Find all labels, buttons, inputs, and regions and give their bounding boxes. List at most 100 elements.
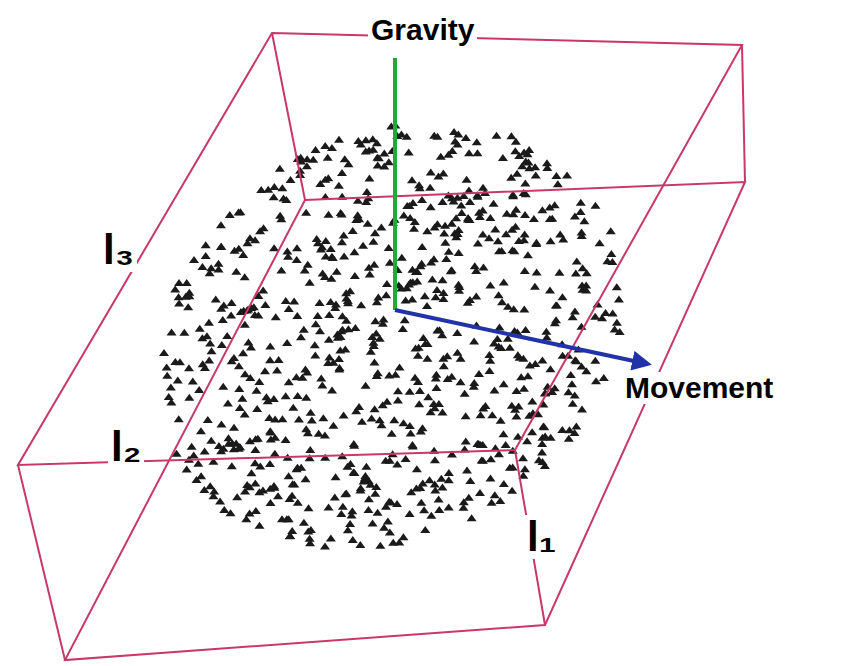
particle — [576, 199, 586, 206]
particle — [341, 490, 351, 497]
particle — [339, 411, 349, 418]
particle — [339, 252, 349, 259]
particle — [188, 378, 198, 385]
particle — [567, 380, 577, 387]
particle — [534, 456, 544, 463]
particle — [429, 400, 439, 407]
particle — [253, 312, 263, 319]
gravity-vector — [393, 58, 397, 310]
particle — [315, 327, 325, 334]
particle — [189, 451, 199, 458]
particle — [238, 349, 248, 356]
particle — [405, 510, 415, 517]
particle — [373, 161, 383, 168]
particle — [485, 214, 495, 221]
particle — [255, 522, 265, 529]
particle — [340, 155, 350, 162]
particle — [182, 465, 192, 472]
particle — [431, 384, 441, 391]
particle — [470, 262, 480, 269]
particle — [292, 312, 302, 319]
particle — [430, 456, 440, 463]
particle — [413, 352, 423, 359]
particle — [524, 146, 534, 153]
particle — [507, 226, 517, 233]
particle — [579, 217, 589, 224]
particle — [283, 253, 293, 260]
particle — [447, 266, 457, 273]
particle — [577, 232, 587, 239]
particle — [570, 356, 580, 363]
particle — [270, 450, 280, 457]
particle — [571, 423, 581, 430]
particle — [372, 298, 382, 305]
particle — [478, 263, 488, 270]
particle — [324, 504, 334, 511]
particle — [472, 149, 482, 156]
particle — [420, 340, 430, 347]
particle — [454, 281, 464, 288]
particle — [518, 454, 528, 461]
particle — [461, 412, 471, 419]
particle — [364, 174, 374, 181]
particle — [369, 261, 379, 268]
particle — [286, 176, 296, 183]
particle — [399, 211, 409, 218]
particle — [545, 203, 555, 210]
particle — [590, 202, 600, 209]
particle — [324, 336, 334, 343]
particle — [378, 401, 388, 408]
particle — [410, 374, 420, 381]
particle — [375, 416, 385, 423]
particle — [375, 542, 385, 549]
particle — [426, 512, 436, 519]
dimension-label: l₂ — [108, 425, 144, 469]
particle — [615, 328, 625, 335]
particle — [417, 243, 427, 250]
particle — [385, 528, 395, 535]
particle — [420, 526, 430, 533]
particle — [406, 488, 416, 495]
particle — [324, 211, 334, 218]
particle — [301, 475, 311, 482]
particle — [197, 263, 207, 270]
particle-cloud — [159, 122, 625, 550]
particle — [490, 491, 500, 498]
particle — [226, 509, 236, 516]
particle — [370, 405, 380, 412]
particle — [499, 480, 509, 487]
particle — [269, 183, 279, 190]
particle — [460, 390, 470, 397]
particle — [250, 446, 260, 453]
particle — [326, 245, 336, 252]
particle — [389, 416, 399, 423]
particle — [444, 248, 454, 255]
particle — [347, 507, 357, 514]
particle — [400, 316, 410, 323]
particle — [509, 247, 519, 254]
particle — [432, 286, 442, 293]
particle — [435, 326, 445, 333]
particle — [276, 266, 286, 273]
particle — [581, 286, 591, 293]
particle — [213, 260, 223, 267]
particle — [250, 480, 260, 487]
particle — [269, 482, 279, 489]
particle — [501, 441, 511, 448]
particle — [511, 206, 521, 213]
particle — [174, 300, 184, 307]
particle — [370, 490, 380, 497]
particle — [261, 393, 271, 400]
particle — [418, 334, 428, 341]
particle — [254, 378, 264, 385]
particle — [297, 374, 307, 381]
particle — [327, 386, 337, 393]
particle — [411, 268, 421, 275]
particle — [367, 415, 377, 422]
particle — [223, 434, 233, 441]
particle — [537, 449, 547, 456]
particle — [485, 474, 495, 481]
particle — [166, 399, 176, 406]
particle — [513, 351, 523, 358]
